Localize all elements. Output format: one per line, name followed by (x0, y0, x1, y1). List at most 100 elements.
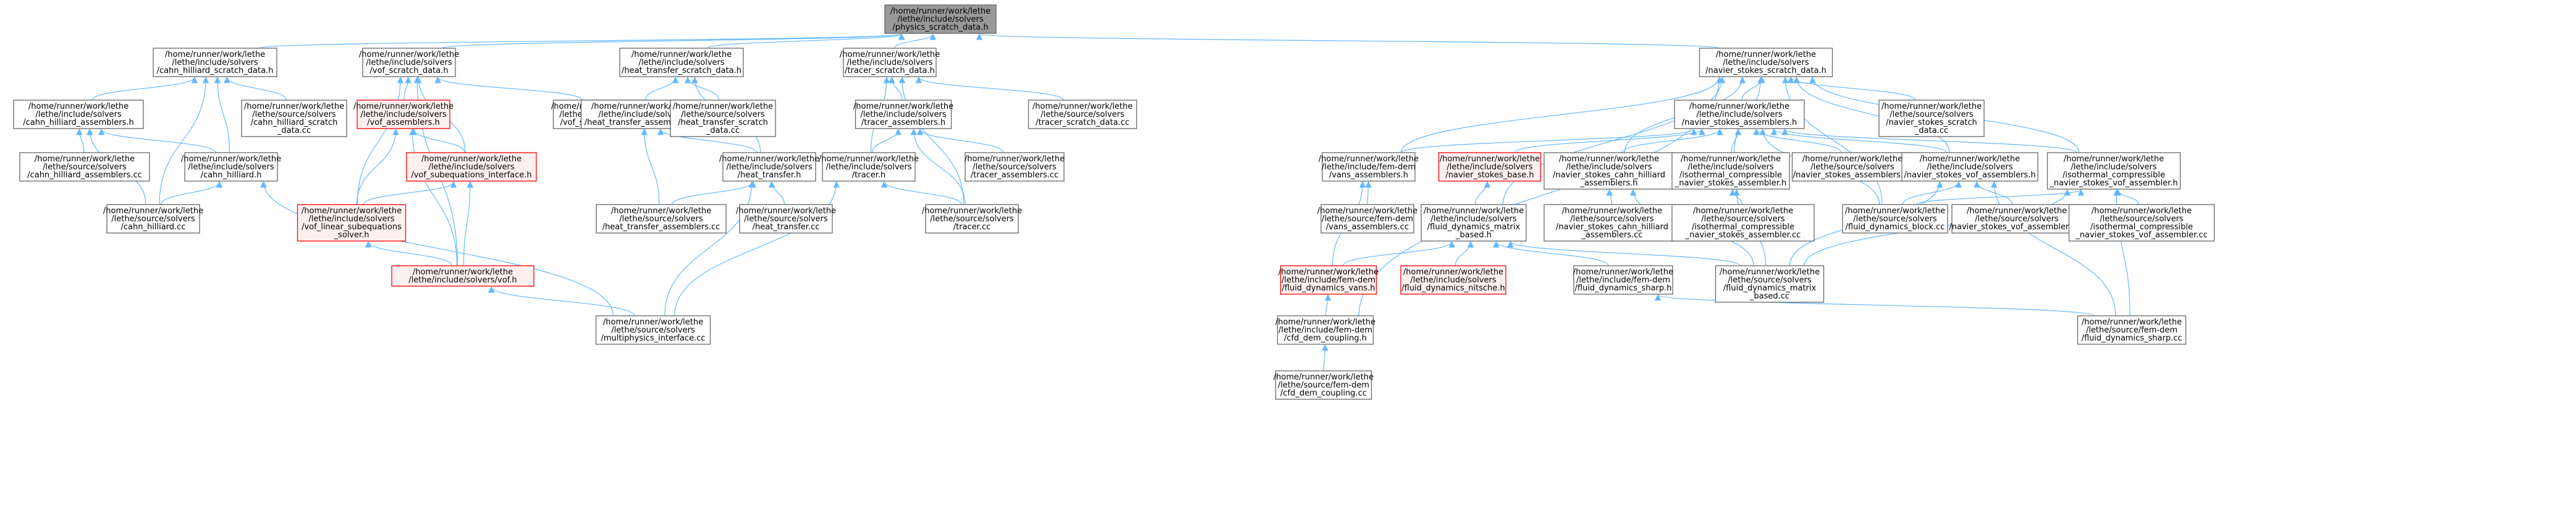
file-node[interactable]: /home/runner/work/lethe/lethe/include/so… (884, 4, 997, 34)
file-node[interactable]: /home/runner/work/lethe/lethe/source/sol… (1949, 204, 2085, 234)
file-node-label-line: _data.cc (1914, 126, 1948, 135)
file-node[interactable]: /home/runner/work/lethe/lethe/include/so… (840, 48, 940, 77)
file-node[interactable]: /home/runner/work/lethe/lethe/source/sol… (736, 204, 836, 234)
file-node[interactable]: /home/runner/work/lethe/lethe/source/fem… (1317, 204, 1417, 234)
file-node[interactable]: /home/runner/work/lethe/lethe/include/so… (819, 152, 919, 182)
file-node[interactable]: /home/runner/work/lethe/lethe/source/sol… (670, 100, 776, 137)
file-node-label-line: /lethe/include/solvers (2071, 163, 2157, 172)
file-node-box (406, 152, 537, 182)
file-node[interactable]: /home/runner/work/lethe/lethe/source/sol… (1878, 100, 1985, 137)
file-node[interactable]: /home/runner/work/lethe/lethe/include/fe… (1278, 265, 1379, 295)
file-node-label-line: /cahn_hilliard_assemblers.h (23, 118, 134, 127)
file-node[interactable]: /home/runner/work/lethe/lethe/source/fem… (1273, 370, 1374, 400)
file-node-label-line: /tracer_scratch_data.cc (1036, 118, 1130, 127)
file-node-label-line: /lethe/include/solvers (1927, 163, 2013, 172)
file-node-label-line: /home/runner/work/lethe (103, 206, 203, 216)
file-node-box (1671, 152, 1790, 190)
file-node[interactable]: /home/runner/work/lethe/lethe/source/sol… (103, 204, 203, 234)
file-node-label-line: /navier_stokes_vof_assemblers.h (1904, 171, 2035, 180)
file-node[interactable]: /home/runner/work/lethe/lethe/source/sol… (241, 100, 347, 137)
file-node-label-line: /lethe/include/solvers (428, 163, 515, 172)
file-node-label-line: /navier_stokes_cahn_hilliard (1553, 171, 1665, 180)
file-node-label-line: /tracer_assemblers.cc (971, 171, 1058, 180)
file-node-label-line: /home/runner/work/lethe (181, 155, 281, 164)
file-node[interactable]: /home/runner/work/lethe/lethe/include/so… (853, 100, 953, 129)
file-node[interactable]: /home/runner/work/lethe/lethe/source/fem… (2077, 315, 2187, 345)
file-node[interactable]: /home/runner/work/lethe/lethe/source/sol… (1671, 204, 1815, 242)
file-node-label-line: /home/runner/work/lethe (853, 102, 953, 111)
file-node[interactable]: /home/runner/work/lethe/lethe/include/so… (619, 48, 744, 77)
file-node-box (362, 48, 456, 77)
file-node-label-line: /fluid_dynamics_sharp.h (1575, 284, 1672, 293)
file-node[interactable]: /home/runner/work/lethe/lethe/source/sol… (1543, 204, 1681, 242)
file-node-box (595, 315, 711, 345)
file-node-label-line: /lethe/include/fem-dem (1282, 276, 1375, 285)
file-node-label-line: /physics_scratch_data.h (892, 23, 988, 32)
file-node[interactable]: /home/runner/work/lethe/lethe/include/so… (391, 265, 534, 287)
file-node[interactable]: /home/runner/work/lethe/lethe/source/sol… (1791, 152, 1914, 182)
file-node[interactable]: /home/runner/work/lethe/lethe/include/so… (359, 48, 459, 77)
dependency-arrow (365, 240, 452, 266)
file-node[interactable]: /home/runner/work/lethe/lethe/include/fe… (1573, 265, 1673, 295)
file-node-label-line: /home/runner/work/lethe (1559, 155, 1659, 164)
dependency-arrow (1322, 344, 1328, 371)
file-node-label-line: _navier_stokes_assembler.cc (1685, 231, 1801, 240)
file-node[interactable]: /home/runner/work/lethe/lethe/include/so… (1674, 100, 1805, 129)
dependency-arrow (976, 33, 1720, 49)
file-node[interactable]: /home/runner/work/lethe/lethe/source/sol… (1842, 204, 1948, 234)
file-node[interactable]: /home/runner/work/lethe/lethe/include/so… (1438, 152, 1542, 182)
file-node-box (1791, 152, 1914, 182)
file-node[interactable]: /home/runner/work/lethe/lethe/source/sol… (922, 204, 1022, 234)
file-node-label-line: /lethe/include/solvers (1723, 58, 1809, 67)
dependency-arrow (894, 33, 937, 49)
file-node[interactable]: /home/runner/work/lethe/lethe/include/so… (153, 48, 277, 77)
file-node[interactable]: /home/runner/work/lethe/lethe/include/so… (1901, 152, 2038, 182)
file-node[interactable]: /home/runner/work/lethe/lethe/source/sol… (2068, 204, 2215, 242)
dependency-arrow (888, 76, 903, 101)
file-node[interactable]: /home/runner/work/lethe/lethe/include/so… (1671, 152, 1790, 190)
file-node[interactable]: /home/runner/work/lethe/lethe/include/so… (1400, 265, 1506, 295)
dependency-arrow (684, 76, 719, 101)
file-node-label-line: /vof_assemblers.h (367, 118, 440, 127)
file-node-label-line: /isothermal_compressible (2090, 222, 2193, 232)
dependency-edges (76, 33, 2140, 371)
file-node-box (965, 152, 1065, 182)
file-node-label-line: /vof_scratch_data.h (370, 66, 449, 75)
file-node[interactable]: /home/runner/work/lethe/lethe/include/so… (13, 100, 144, 129)
file-node-label-line: /tracer_scratch_data.h (845, 66, 935, 75)
dependency-arrow (872, 128, 902, 153)
file-node[interactable]: /home/runner/work/lethe/lethe/include/fe… (1275, 315, 1375, 345)
file-node[interactable]: /home/runner/work/lethe/lethe/source/sol… (1715, 265, 1825, 303)
file-node[interactable]: /home/runner/work/lethe/lethe/source/sol… (965, 152, 1065, 182)
file-node-label-line: /home/runner/work/lethe (1802, 155, 1902, 164)
file-node[interactable]: /home/runner/work/lethe/lethe/include/so… (406, 152, 537, 182)
file-node-label-line: /home/runner/work/lethe (413, 268, 513, 277)
file-node-label-line: /fluid_dynamics_vans.h (1282, 284, 1375, 293)
file-node[interactable]: /home/runner/work/lethe/lethe/include/so… (719, 152, 819, 182)
file-node-box (1674, 100, 1805, 129)
file-node[interactable]: /home/runner/work/lethe/lethe/source/sol… (19, 152, 150, 182)
file-node[interactable]: /home/runner/work/lethe/lethe/source/sol… (596, 204, 727, 234)
file-node[interactable]: /home/runner/work/lethe/lethe/include/so… (353, 100, 454, 129)
file-node-box (1421, 204, 1527, 242)
file-node[interactable]: /home/runner/work/lethe/lethe/source/sol… (1028, 100, 1138, 129)
file-node[interactable]: /home/runner/work/lethe/lethe/include/so… (297, 204, 407, 242)
file-node-label-line: /lethe/include/solvers (598, 110, 685, 119)
file-node[interactable]: /home/runner/work/lethe/lethe/include/so… (2046, 152, 2181, 190)
file-node[interactable]: /home/runner/work/lethe/lethe/source/sol… (595, 315, 711, 345)
file-node[interactable]: /home/runner/work/lethe/lethe/include/fe… (1319, 152, 1419, 182)
file-node-label-line: /vans_assemblers.cc (1326, 222, 1409, 232)
file-node-label-line: /home/runner/work/lethe (631, 50, 732, 59)
file-node[interactable]: /home/runner/work/lethe/lethe/include/so… (1699, 48, 1833, 77)
file-node-box (1277, 315, 1374, 345)
file-node-label-line: /lethe/source/solvers (1570, 214, 1654, 224)
file-node-label-line: /heat_transfer_assemblers.h (585, 118, 699, 127)
file-node-label-line: /home/runner/work/lethe (965, 155, 1065, 164)
file-node[interactable]: /home/runner/work/lethe/lethe/include/so… (1421, 204, 1527, 242)
file-node[interactable]: /home/runner/work/lethe/lethe/include/so… (181, 152, 281, 182)
dependency-arrow (488, 286, 635, 316)
dependency-arrow (441, 33, 905, 49)
file-node-label-line: /lethe/source/solvers (611, 326, 695, 335)
dependency-arrow (1621, 128, 1723, 153)
file-node[interactable]: /home/runner/work/lethe/lethe/include/so… (1543, 152, 1674, 190)
